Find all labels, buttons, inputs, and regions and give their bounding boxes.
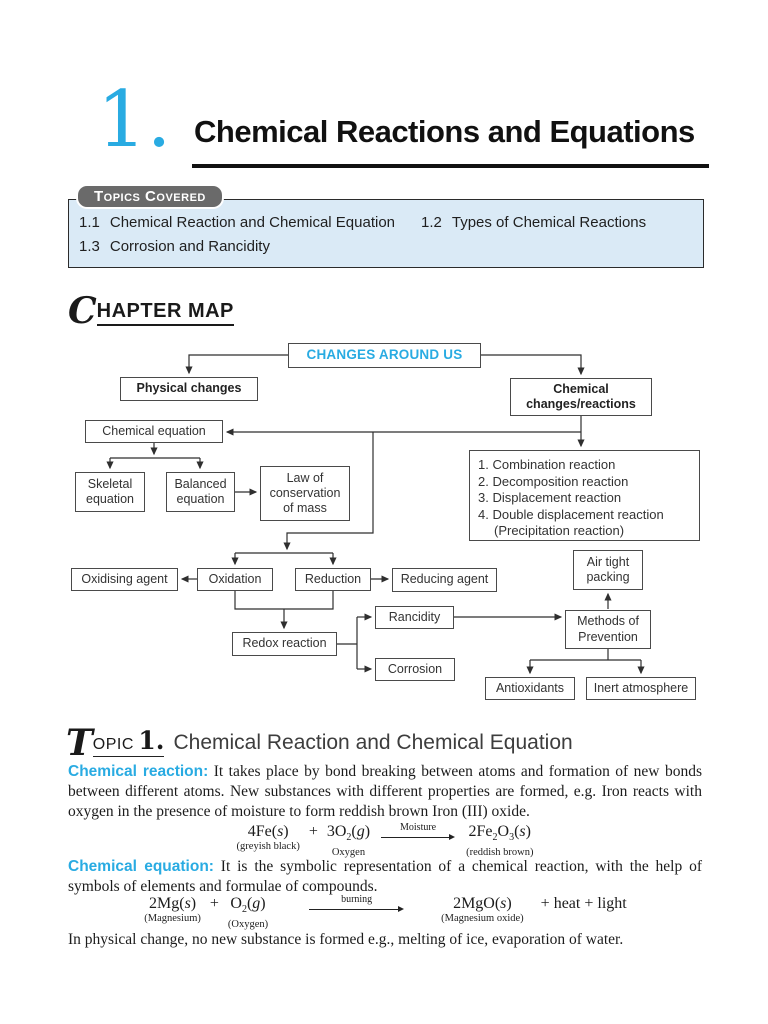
- chapter-number: 1.: [97, 75, 172, 165]
- heading-initial: C: [68, 290, 97, 332]
- node-reducing-agent: Reducing agent: [392, 568, 497, 592]
- equation-term: 2Mg(s) (Magnesium): [144, 895, 201, 925]
- node-inert-atmosphere: Inert atmosphere: [586, 677, 696, 700]
- reaction-type-item: 2. Decomposition reaction: [478, 473, 629, 489]
- topics-list: 1.1 Chemical Reaction and Chemical Equati…: [79, 214, 646, 262]
- chemical-equation-text: It is the symbolic representation of a c…: [68, 858, 702, 895]
- equation-term: 3O2(g) Oxygen: [327, 823, 370, 859]
- node-oxidising-agent: Oxidising agent: [71, 568, 178, 591]
- magnesium-burning-equation: 2Mg(s) (Magnesium) + O2(g) (Oxygen) burn…: [68, 895, 702, 931]
- node-chemical-changes: Chemical changes/reactions: [510, 378, 652, 416]
- node-methods-of-prevention: Methods of Prevention: [565, 610, 651, 649]
- page-title: Chemical Reactions and Equations: [194, 114, 695, 149]
- reaction-condition: Moisture: [400, 822, 437, 833]
- node-skeletal-equation: Skeletal equation: [75, 472, 145, 512]
- formula-label: Oxygen: [331, 847, 366, 859]
- chapter-map-heading: CHAPTER MAP: [68, 290, 234, 332]
- topics-row-1: 1.1 Chemical Reaction and Chemical Equati…: [79, 214, 646, 231]
- topic-item-2: 1.2 Types of Chemical Reactions: [421, 214, 646, 231]
- equation-term: O2(g) (Oxygen): [228, 895, 268, 931]
- topic-number: 1.3: [79, 238, 100, 255]
- reaction-type-item: 1. Combination reaction: [478, 457, 616, 472]
- node-rancidity: Rancidity: [375, 606, 454, 629]
- topic-item-3: 1.3 Corrosion and Rancidity: [79, 238, 270, 255]
- topic-label: Corrosion and Rancidity: [109, 238, 270, 255]
- topics-row-2: 1.3 Corrosion and Rancidity: [79, 238, 646, 255]
- formula: 2Fe2O3(s): [468, 823, 531, 844]
- formula-label: (greyish black): [236, 841, 300, 852]
- topic-number: 1.: [138, 726, 165, 755]
- reaction-type-item: 3. Displacement reaction: [478, 490, 622, 505]
- topic-label: Types of Chemical Reactions: [451, 214, 647, 231]
- equation-term: 2MgO(s) (Magnesium oxide): [441, 895, 524, 925]
- chemical-reaction-paragraph: Chemical reaction: It takes place by bon…: [68, 762, 702, 822]
- node-corrosion: Corrosion: [375, 658, 455, 681]
- closing-line: In physical change, no new substance is …: [68, 931, 624, 948]
- formula: 4Fe(s): [247, 823, 289, 840]
- formula-label: (Magnesium): [144, 913, 201, 924]
- chemical-reaction-text: It takes place by bond breaking between …: [68, 763, 703, 820]
- formula-label: (Magnesium oxide): [441, 913, 524, 924]
- equation-tail: + heat + light: [540, 895, 627, 912]
- plus-sign: +: [209, 895, 219, 912]
- topics-covered-badge: Topics Covered: [78, 186, 222, 207]
- node-oxidation: Oxidation: [197, 568, 273, 591]
- topic-number: 1.2: [421, 214, 442, 231]
- heading-text: HAPTER MAP: [96, 300, 234, 326]
- node-reaction-types-list: 1. Combination reaction 2. Decomposition…: [469, 450, 700, 541]
- iron-oxidation-equation: 4Fe(s) (greyish black) + 3O2(g) Oxygen M…: [68, 823, 702, 859]
- node-physical-changes: Physical changes: [120, 377, 258, 401]
- formula: 2MgO(s): [453, 895, 512, 912]
- node-redox-reaction: Redox reaction: [232, 632, 337, 656]
- formula-label: (reddish brown): [466, 847, 534, 859]
- formula-label: (Oxygen): [227, 919, 269, 931]
- topic-word: OPIC: [92, 736, 134, 753]
- equation-term: 4Fe(s) (greyish black): [237, 823, 300, 853]
- node-balanced-equation: Balanced equation: [166, 472, 235, 512]
- formula: 2Mg(s): [149, 895, 197, 912]
- formula: O2(g): [230, 895, 266, 916]
- topic-label: Chemical Reaction and Chemical Equation: [109, 214, 396, 231]
- node-chemical-equation: Chemical equation: [85, 420, 223, 443]
- heading-underlined-part: OPIC 1.: [92, 726, 165, 757]
- reaction-arrow: burning: [309, 894, 405, 913]
- formula: 3O2(g): [326, 823, 371, 844]
- chemical-reaction-lead: Chemical reaction:: [68, 763, 209, 780]
- node-air-tight-packing: Air tight packing: [573, 550, 643, 590]
- reaction-condition: burning: [341, 894, 373, 905]
- node-antioxidants: Antioxidants: [485, 677, 575, 700]
- plus-sign: +: [308, 823, 318, 840]
- reaction-arrow: Moisture: [381, 822, 456, 841]
- topic-number: 1.1: [79, 214, 100, 231]
- arrow-line: [381, 833, 456, 841]
- chemical-equation-paragraph: Chemical equation: It is the symbolic re…: [68, 857, 702, 897]
- topic1-heading: TOPIC 1. Chemical Reaction and Chemical E…: [66, 722, 573, 764]
- equation-term: 2Fe2O3(s) (reddish brown): [466, 823, 533, 859]
- node-reduction: Reduction: [295, 568, 371, 591]
- node-law-of-conservation: Law of conservation of mass: [260, 466, 350, 521]
- chemical-equation-lead: Chemical equation:: [68, 858, 214, 875]
- heading-initial: T: [66, 722, 93, 764]
- topics-covered-box: 1.1 Chemical Reaction and Chemical Equati…: [68, 199, 704, 268]
- node-changes-around-us: CHANGES AROUND US: [288, 343, 481, 368]
- arrow-line: [309, 905, 405, 913]
- topic-title: Chemical Reaction and Chemical Equation: [173, 731, 573, 754]
- topic-item-1: 1.1 Chemical Reaction and Chemical Equati…: [79, 214, 395, 231]
- title-underline: [192, 164, 709, 168]
- reaction-type-item: 4. Double displacement reaction (Precipi…: [478, 506, 664, 539]
